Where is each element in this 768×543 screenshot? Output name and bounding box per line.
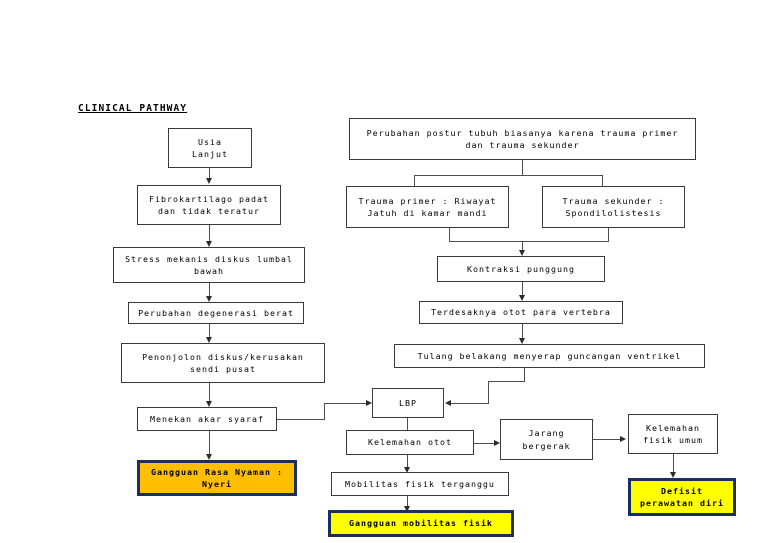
- node-trauma-primer: Trauma primer : Riwayat Jatuh di kamar m…: [346, 186, 509, 228]
- node-label: Trauma sekunder : Spondilolistesis: [562, 195, 665, 218]
- edge-kelemahan-to-jarang: [474, 443, 495, 444]
- edge-fibrokartilago-to-stress: [209, 225, 210, 242]
- node-tulang-belakang: Tulang belakang menyerap guncangan ventr…: [394, 344, 705, 368]
- node-jarang-bergerak: Jarang bergerak: [500, 419, 593, 460]
- edge-tulang-to-lbp-seg2: [488, 381, 525, 382]
- node-perubahan-degenerasi: Perubahan degenerasi berat: [128, 302, 304, 324]
- page-title: CLINICAL PATHWAY: [78, 103, 188, 114]
- node-label: Trauma primer : Riwayat Jatuh di kamar m…: [358, 195, 497, 218]
- arrowhead-down-icon: [519, 250, 525, 256]
- edge-degenerasi-to-penonjolon: [209, 324, 210, 338]
- arrowhead-down-icon: [404, 506, 410, 512]
- arrowhead-down-icon: [206, 401, 212, 407]
- node-label: Gangguan Rasa Nyaman : Nyeri: [151, 466, 283, 489]
- edge-tulang-to-lbp-seg4: [451, 403, 489, 404]
- node-gangguan-mobilitas-fisik: Gangguan mobilitas fisik: [328, 510, 514, 537]
- edge-jarang-to-kelemahan-fisik: [593, 439, 621, 440]
- node-kelemahan-otot: Kelemahan otot: [346, 430, 474, 455]
- arrowhead-left-icon: [445, 400, 451, 406]
- arrowhead-down-icon: [206, 337, 212, 343]
- node-label: Stress mekanis diskus lumbal bawah: [125, 253, 293, 276]
- node-fibrokartilago: Fibrokartilago padat dan tidak teratur: [137, 185, 281, 225]
- node-label: Tulang belakang menyerap guncangan ventr…: [417, 350, 682, 361]
- edge-menekan-to-gangguan-nyaman: [209, 431, 210, 455]
- edge-postur-to-trauma-primer: [414, 175, 415, 186]
- node-label: Fibrokartilago padat dan tidak teratur: [149, 193, 269, 216]
- node-label: Kontraksi punggung: [467, 263, 575, 274]
- edge-tulang-to-lbp-seg3: [488, 381, 489, 403]
- edge-trauma-primer-down: [449, 228, 450, 241]
- edge-kelemahan-to-mobilitas: [407, 455, 408, 468]
- node-label: Terdesaknya otot para vertebra: [431, 307, 611, 318]
- node-label: Defisit perawatan diri: [640, 485, 724, 508]
- node-label: Kelemahan fisik umum: [643, 422, 703, 445]
- arrowhead-down-icon: [404, 467, 410, 473]
- edge-postur-split-stem: [522, 160, 523, 175]
- arrowhead-down-icon: [519, 338, 525, 344]
- edge-terdesaknya-to-tulang: [522, 324, 523, 339]
- edge-kelemahan-fisik-to-defisit: [673, 454, 674, 473]
- node-kelemahan-fisik-umum: Kelemahan fisik umum: [628, 414, 718, 454]
- arrowhead-right-icon: [366, 400, 372, 406]
- node-label: Perubahan postur tubuh biasanya karena t…: [366, 127, 679, 150]
- edge-stress-to-degenerasi: [209, 283, 210, 297]
- edge-penonjolon-to-menekan: [209, 383, 210, 402]
- node-label: LBP: [399, 397, 417, 408]
- node-perubahan-postur: Perubahan postur tubuh biasanya karena t…: [349, 118, 696, 160]
- node-trauma-sekunder: Trauma sekunder : Spondilolistesis: [542, 186, 685, 228]
- node-label: Usia Lanjut: [192, 136, 228, 159]
- arrowhead-down-icon: [206, 454, 212, 460]
- edge-menekan-to-lbp-seg1: [277, 419, 324, 420]
- node-label: Menekan akar syaraf: [150, 413, 264, 424]
- node-terdesaknya-otot: Terdesaknya otot para vertebra: [419, 301, 623, 324]
- node-kontraksi-punggung: Kontraksi punggung: [437, 256, 605, 282]
- node-label: Kelemahan otot: [368, 437, 452, 448]
- edge-usia-to-fibrokartilago: [209, 168, 210, 179]
- node-menekan-akar-syaraf: Menekan akar syaraf: [137, 407, 277, 431]
- edge-mobilitas-to-gangguan: [407, 496, 408, 507]
- edge-postur-to-trauma-sekunder: [602, 175, 603, 186]
- arrowhead-right-icon: [494, 440, 500, 446]
- node-stress-mekanis: Stress mekanis diskus lumbal bawah: [113, 247, 305, 283]
- edge-kontraksi-to-terdesaknya: [522, 282, 523, 296]
- edge-trauma-merge-stem: [522, 241, 523, 252]
- node-gangguan-rasa-nyaman: Gangguan Rasa Nyaman : Nyeri: [137, 460, 297, 496]
- edge-menekan-to-lbp-seg2: [324, 403, 325, 420]
- node-penonjolon-diskus: Penonjolon diskus/kerusakan sendi pusat: [121, 343, 325, 383]
- node-label: Gangguan mobilitas fisik: [349, 518, 493, 529]
- node-mobilitas-fisik-terganggu: Mobilitas fisik terganggu: [331, 472, 509, 496]
- edge-trauma-merge-bar: [449, 241, 609, 242]
- arrowhead-down-icon: [519, 295, 525, 301]
- node-defisit-perawatan-diri: Defisit perawatan diri: [628, 478, 736, 516]
- edge-trauma-sekunder-down: [608, 228, 609, 241]
- arrowhead-right-icon: [620, 436, 626, 442]
- arrowhead-down-icon: [206, 241, 212, 247]
- node-label: Perubahan degenerasi berat: [138, 307, 294, 318]
- arrowhead-down-icon: [670, 472, 676, 478]
- edge-postur-split-bar: [414, 175, 603, 176]
- arrowhead-down-icon: [206, 178, 212, 184]
- edge-tulang-to-lbp-seg1: [524, 368, 525, 381]
- node-label: Penonjolon diskus/kerusakan sendi pusat: [142, 351, 304, 374]
- node-lbp: LBP: [372, 388, 444, 418]
- node-label: Mobilitas fisik terganggu: [345, 478, 495, 489]
- edge-menekan-to-lbp-seg3: [324, 403, 367, 404]
- node-label: Jarang bergerak: [522, 428, 571, 451]
- node-usia-lanjut: Usia Lanjut: [168, 128, 252, 168]
- edge-lbp-to-kelemahan-otot: [407, 418, 408, 432]
- arrowhead-down-icon: [206, 296, 212, 302]
